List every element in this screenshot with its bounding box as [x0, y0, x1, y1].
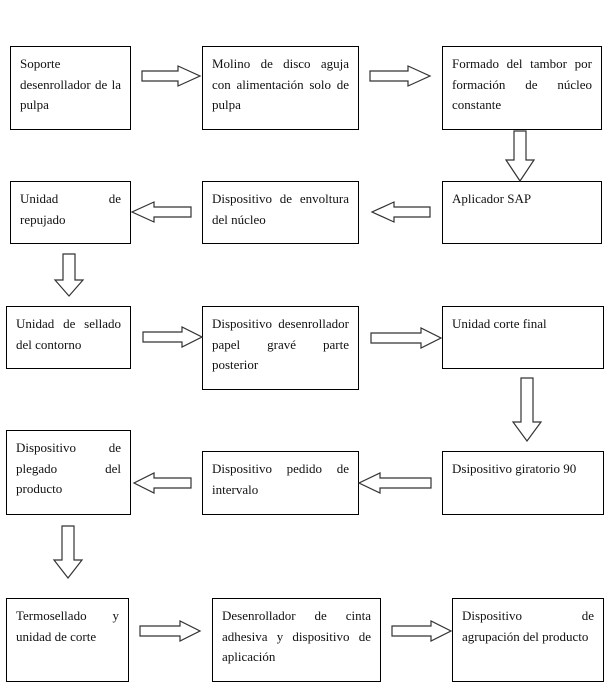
box-unidad-repujado: Unidad de repujado	[10, 181, 131, 244]
arrow-down-icon	[504, 130, 536, 183]
box-label: Unidad de repujado	[20, 191, 121, 227]
box-pedido-intervalo: Dispositivo pedido de intervalo	[202, 451, 359, 515]
arrow-right-icon	[391, 620, 453, 642]
arrow-left-icon	[130, 201, 192, 223]
box-label: Dispositivo pedido de intervalo	[212, 461, 349, 497]
box-giratorio-90: Dsipositivo giratorio 90	[442, 451, 604, 515]
box-cinta-adhesiva: Desenrollador de cinta adhesiva y dispos…	[212, 598, 381, 682]
box-label: Unidad de sellado del contorno	[16, 316, 121, 352]
arrow-right-icon	[139, 620, 202, 642]
arrow-down-icon	[53, 253, 85, 297]
box-desenrollador-papel: Dispositivo desenrollador papel gravé pa…	[202, 306, 359, 390]
arrow-right-icon	[142, 326, 204, 348]
box-corte-final: Unidad corte final	[442, 306, 604, 369]
arrow-left-icon	[357, 472, 432, 494]
box-aplicador-sap: Aplicador SAP	[442, 181, 602, 244]
arrow-left-icon	[132, 472, 192, 494]
box-label: Dispositivo desenrollador papel gravé pa…	[212, 316, 349, 372]
box-label: Soporte desenrollador de la pulpa	[20, 56, 121, 112]
box-label: Dispositivo de envoltura del núcleo	[212, 191, 349, 227]
arrow-right-icon	[370, 327, 443, 349]
box-molino-disco-aguja: Molino de disco aguja con alimentación s…	[202, 46, 359, 130]
box-label: Dispositivo de agrupación del producto	[462, 608, 594, 644]
box-label: Desenrollador de cinta adhesiva y dispos…	[222, 608, 371, 664]
box-plegado-producto: Dispositivo de plegado del producto	[6, 430, 131, 515]
box-label: Molino de disco aguja con alimentación s…	[212, 56, 349, 112]
box-label: Dsipositivo giratorio 90	[452, 461, 577, 476]
box-label: Unidad corte final	[452, 316, 547, 331]
box-label: Aplicador SAP	[452, 191, 532, 206]
arrow-down-icon	[511, 377, 543, 443]
box-agrupacion-producto: Dispositivo de agrupación del producto	[452, 598, 604, 682]
box-label: Termosellado y unidad de corte	[16, 608, 119, 644]
box-termosellado: Termosellado y unidad de corte	[6, 598, 129, 682]
box-envoltura-nucleo: Dispositivo de envoltura del núcleo	[202, 181, 359, 244]
arrow-right-icon	[369, 65, 432, 87]
arrow-left-icon	[370, 201, 431, 223]
box-label: Formado del tambor por formación de núcl…	[452, 56, 592, 112]
arrow-right-icon	[141, 65, 202, 87]
arrow-down-icon	[52, 525, 84, 579]
box-soporte-desenrollador: Soporte desenrollador de la pulpa	[10, 46, 131, 130]
box-label: Dispositivo de plegado del producto	[16, 440, 121, 496]
box-sellado-contorno: Unidad de sellado del contorno	[6, 306, 131, 369]
box-formado-tambor: Formado del tambor por formación de núcl…	[442, 46, 602, 130]
